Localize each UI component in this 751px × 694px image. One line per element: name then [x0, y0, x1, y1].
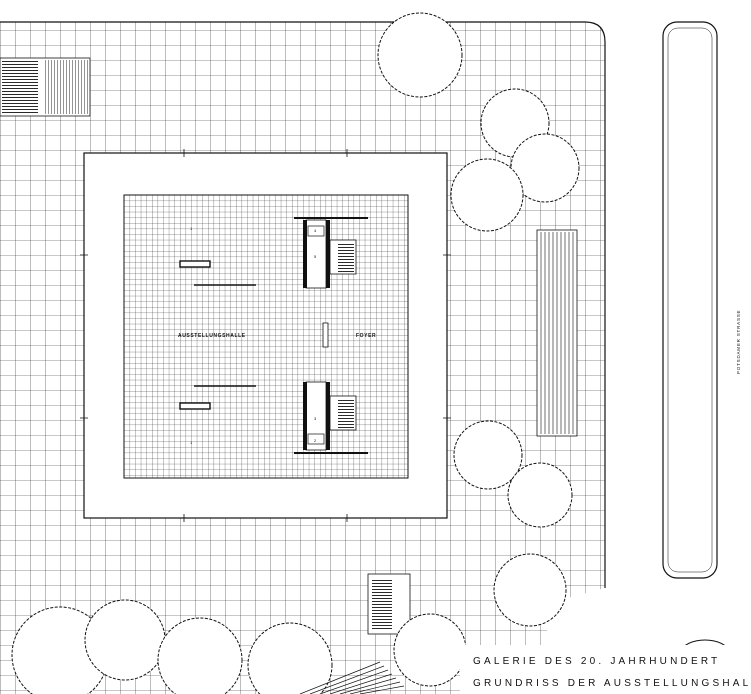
room-number: 5 — [314, 254, 317, 259]
column-crosses — [80, 149, 451, 522]
stair-upper-left — [0, 57, 91, 117]
room-number: 3 — [314, 416, 317, 421]
east-steps — [536, 229, 578, 437]
tree-icon — [393, 613, 467, 687]
room-numbers: 4 5 3 2 1 1 — [190, 226, 317, 445]
street-median — [662, 21, 743, 694]
tree-icon — [450, 158, 524, 232]
foyer-label: FOYER — [356, 333, 376, 339]
tree-icon — [453, 420, 523, 490]
tree-icon — [377, 12, 463, 98]
title-block — [460, 645, 751, 694]
exhibition-hall — [123, 194, 409, 479]
room-number: 1 — [190, 440, 193, 445]
stair-core-south — [303, 381, 357, 451]
ramp-lower — [299, 661, 405, 694]
drawing-title: GALERIE DES 20. JAHRHUNDERT — [473, 656, 720, 667]
tree-icon — [507, 462, 573, 528]
trees — [11, 12, 580, 694]
partition-walls — [179, 217, 368, 454]
stair-core-north — [303, 219, 357, 289]
tree-icon — [157, 617, 243, 694]
room-number: 1 — [190, 226, 193, 231]
drawing-subtitle: GRUNDRISS DER AUSSTELLUNGSHALL — [473, 678, 751, 689]
room-number: 4 — [314, 228, 317, 233]
tree-icon — [493, 553, 567, 627]
hall-label: AUSSTELLUNGSHALLE — [178, 333, 246, 339]
tree-icon — [510, 133, 580, 203]
stair-lower — [367, 573, 411, 635]
tree-icon — [84, 599, 166, 681]
room-number: 2 — [314, 438, 317, 443]
street-label: POTSDAMER STRASSE — [736, 310, 741, 374]
tree-icon — [247, 622, 333, 694]
